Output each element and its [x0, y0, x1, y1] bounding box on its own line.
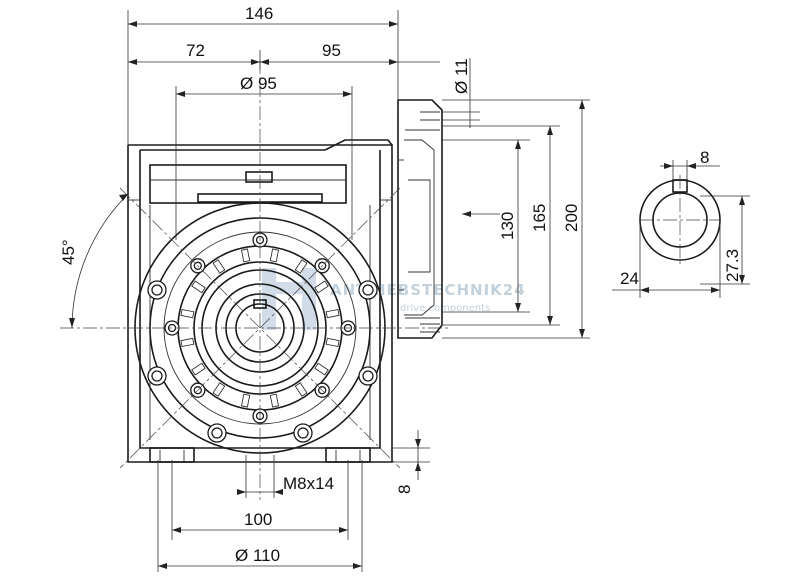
flange-bolts — [147, 232, 378, 443]
arrowheads — [69, 21, 745, 569]
bolt-hole — [207, 423, 227, 443]
bolt-hole — [147, 366, 167, 386]
dim-100: 100 — [244, 510, 272, 529]
flange-slot — [314, 362, 329, 376]
flange-slot — [325, 308, 340, 319]
bolt-hole — [147, 280, 167, 300]
dim-shaft-24: 24 — [620, 269, 639, 288]
dim-dia-11: Ø 11 — [452, 58, 471, 94]
dimension-labels: 146 72 95 Ø 95 Ø 11 45° 130 165 200 8 24… — [59, 4, 742, 565]
dim-95: 95 — [322, 41, 341, 60]
flange-slot — [191, 362, 206, 376]
flange-slot — [180, 308, 195, 319]
flange-slot — [294, 382, 308, 397]
flange-slot — [240, 248, 251, 263]
flange-slot — [269, 248, 280, 263]
flange-slot — [294, 259, 308, 274]
dim-key-27-3: 27.3 — [723, 249, 742, 282]
watermark-logo: ANTRIEBSTECHNIK24 drive components — [262, 268, 526, 330]
bolt-hole — [358, 366, 378, 386]
dim-146: 146 — [245, 4, 273, 23]
flange-slot — [212, 259, 226, 274]
dim-key-8: 8 — [700, 148, 709, 167]
side-view — [397, 99, 443, 339]
flange-slot — [191, 280, 206, 294]
bolt-hole — [293, 423, 313, 443]
centerlines — [60, 60, 720, 500]
dim-foot-8: 8 — [395, 485, 414, 494]
dim-thread-m8x14: M8x14 — [283, 474, 334, 493]
flange-slot — [240, 393, 251, 408]
dim-130: 130 — [498, 212, 517, 240]
dim-72: 72 — [186, 41, 205, 60]
dim-200: 200 — [562, 204, 581, 232]
flange-slot — [314, 280, 329, 294]
bolt-hole — [358, 280, 378, 300]
flange-slot — [325, 337, 340, 348]
flange-slots — [180, 248, 340, 408]
dim-165: 165 — [530, 204, 549, 232]
flange-slot — [269, 393, 280, 408]
dim-dia-110: Ø 110 — [235, 546, 280, 565]
watermark-tagline: drive components — [400, 303, 490, 314]
dim-angle-45: 45° — [59, 239, 78, 265]
watermark-brand: ANTRIEBSTECHNIK24 — [330, 281, 526, 299]
dim-dia-95: Ø 95 — [240, 74, 277, 93]
flange-slot — [180, 337, 195, 348]
flange-slot — [212, 382, 226, 397]
dimension-lines — [71, 10, 750, 572]
